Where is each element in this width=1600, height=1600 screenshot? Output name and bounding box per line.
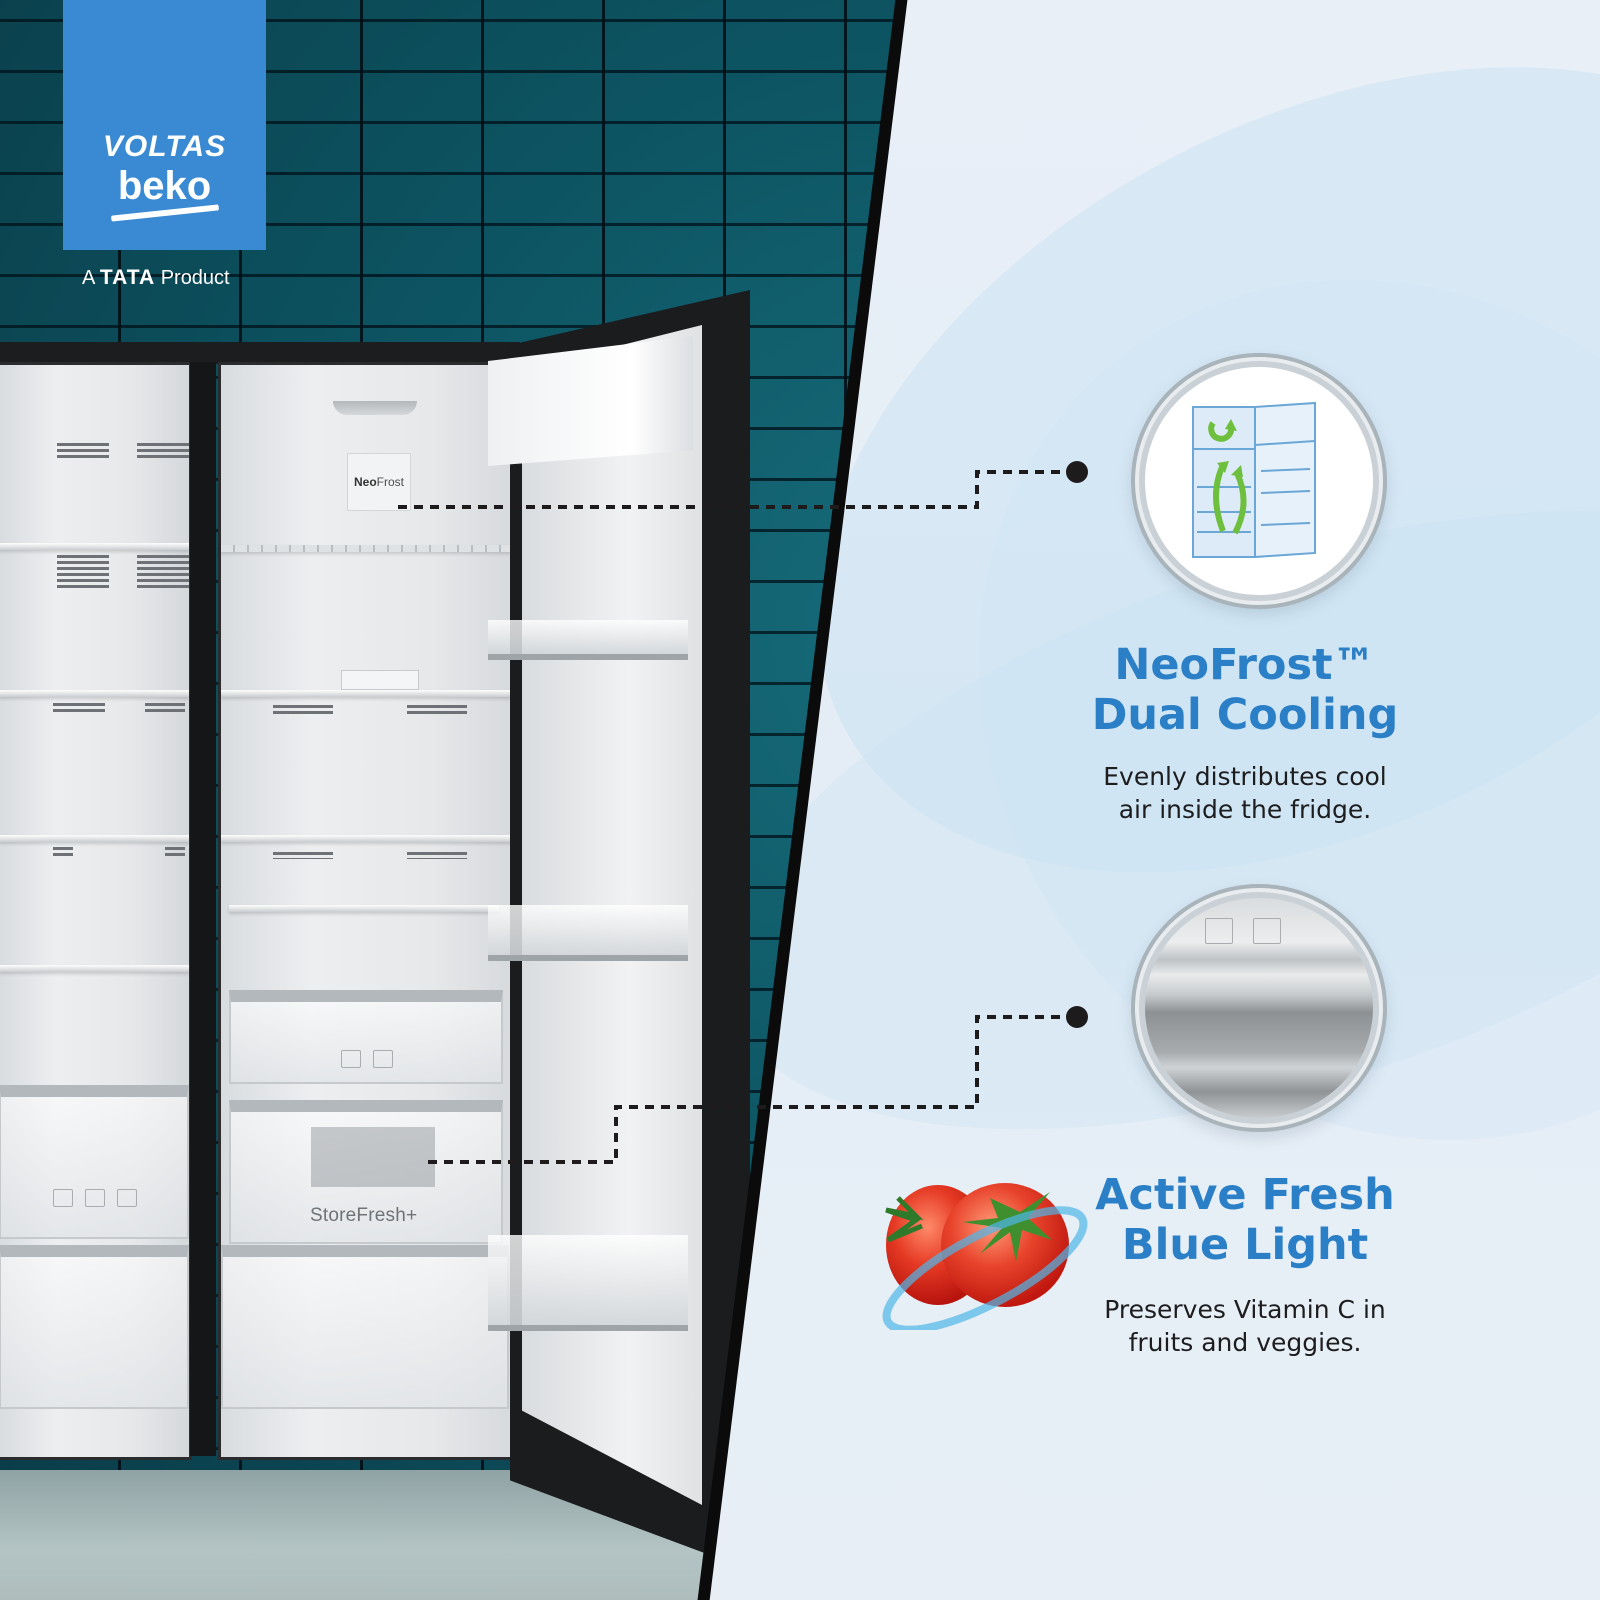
door-bin [488, 620, 688, 660]
storefresh-label: StoreFresh+ [310, 1205, 418, 1226]
freezer-drawer [0, 1085, 189, 1239]
neofrost-title-line2: Dual Cooling [1091, 690, 1399, 740]
crisper-drawer [229, 990, 503, 1084]
shelf [0, 965, 189, 972]
fridge-compartment [218, 362, 524, 1460]
blue-light-window [311, 1127, 435, 1187]
pizza-icon [1205, 918, 1233, 944]
neofrost-badge-bold: Neo [353, 475, 377, 489]
cheese-icon [373, 1050, 393, 1068]
connector-dot [1066, 461, 1088, 483]
neofrost-description: Evenly distributes cool air inside the f… [1090, 760, 1400, 826]
air-vent [407, 852, 467, 859]
neofrost-title-line1: NeoFrost™ [1114, 640, 1376, 690]
air-vent [137, 443, 189, 459]
bottom-drawer [221, 1245, 509, 1409]
bottle-icon [85, 1189, 105, 1207]
air-vent [273, 705, 333, 715]
connector-dot [1066, 1006, 1088, 1028]
blue-light-desc-line1: Preserves Vitamin C in [1104, 1295, 1386, 1324]
air-vent [53, 847, 73, 857]
air-vent [57, 555, 109, 589]
air-vent [53, 703, 105, 713]
cheese-icon [1253, 918, 1281, 944]
blue-light-title: Active Fresh Blue Light [1090, 1170, 1400, 1270]
meat-icon [117, 1189, 137, 1207]
tata-tagline: A TATA Product [82, 266, 230, 290]
fridge-airflow-icon [1192, 401, 1316, 559]
air-vent [145, 703, 185, 713]
neofrost-title: NeoFrost™ Dual Cooling [1090, 640, 1400, 740]
air-vent [165, 847, 185, 857]
air-vent [57, 443, 109, 459]
pizza-icon [341, 1050, 361, 1068]
air-vent [273, 852, 333, 859]
center-mullion [190, 362, 216, 1456]
tomato-blue-light-icon [882, 1183, 1088, 1330]
fridge-light [333, 401, 417, 415]
door-bin [488, 1235, 688, 1331]
blue-light-desc-line2: fruits and veggies. [1128, 1328, 1362, 1357]
neofrost-badge-light: Frost [376, 475, 404, 489]
shelf [0, 690, 189, 697]
wine-rack [221, 545, 511, 552]
neofrost-desc-line1: Evenly distributes cool [1103, 762, 1387, 791]
voltas-beko-logo: VOLTAS beko [63, 0, 266, 250]
neofrost-desc-line2: air inside the fridge. [1118, 795, 1372, 824]
blue-light-title-line2: Blue Light [1121, 1220, 1369, 1270]
shelf [221, 835, 511, 842]
air-vent [407, 705, 467, 715]
door-top-bin [488, 336, 693, 466]
fish-icon [53, 1189, 73, 1207]
tagline-suffix: Product [160, 267, 230, 289]
tagline-prefix: A [82, 267, 95, 289]
air-vent [137, 555, 189, 589]
egg-tray [341, 670, 419, 690]
blue-light-callout-circle [1145, 898, 1373, 1118]
shelf [0, 835, 189, 842]
neofrost-callout-circle [1145, 367, 1373, 595]
shelf [229, 905, 499, 912]
shelf [221, 690, 511, 697]
door-bin [488, 905, 688, 961]
freezer-compartment [0, 362, 192, 1460]
logo-voltas-text: VOLTAS [102, 130, 227, 163]
blue-light-description: Preserves Vitamin C in fruits and veggie… [1090, 1293, 1400, 1359]
blue-light-title-line1: Active Fresh [1095, 1170, 1395, 1220]
shelf [0, 543, 189, 550]
logo-beko-text: beko [117, 164, 212, 208]
tagline-brand: TATA [99, 266, 156, 289]
fridge-top-frame [0, 342, 520, 364]
freezer-drawer [0, 1245, 189, 1409]
